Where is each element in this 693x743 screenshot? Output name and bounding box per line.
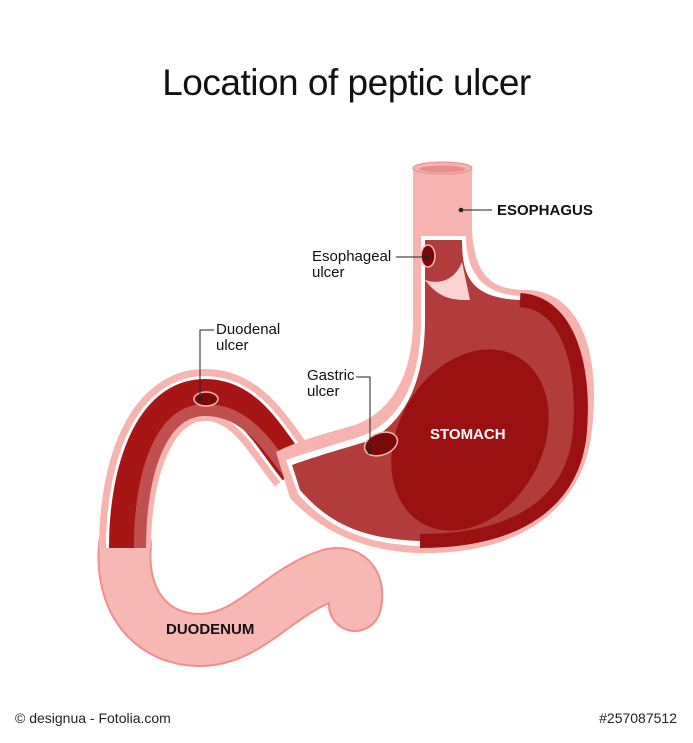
label-esophagus: ESOPHAGUS	[497, 202, 593, 219]
label-line: Gastric	[307, 367, 355, 384]
duodenal-ulcer-mark	[193, 391, 219, 407]
label-stomach: STOMACH	[430, 426, 506, 443]
label-line: Esophageal	[312, 248, 392, 265]
label-line: ulcer	[312, 264, 345, 281]
gastric-ulcer-mark	[363, 431, 399, 457]
footer-id: #257087512	[599, 710, 677, 726]
page-title: Location of peptic ulcer	[162, 62, 531, 103]
label-duodenum: DUODENUM	[166, 621, 255, 638]
footer-credit: © designua - Fotolia.com	[15, 710, 171, 726]
label-line: ulcer	[307, 383, 340, 400]
label-line: Duodenal	[216, 321, 281, 338]
label-line: ulcer	[216, 337, 249, 354]
stomach-lumen	[391, 349, 549, 531]
